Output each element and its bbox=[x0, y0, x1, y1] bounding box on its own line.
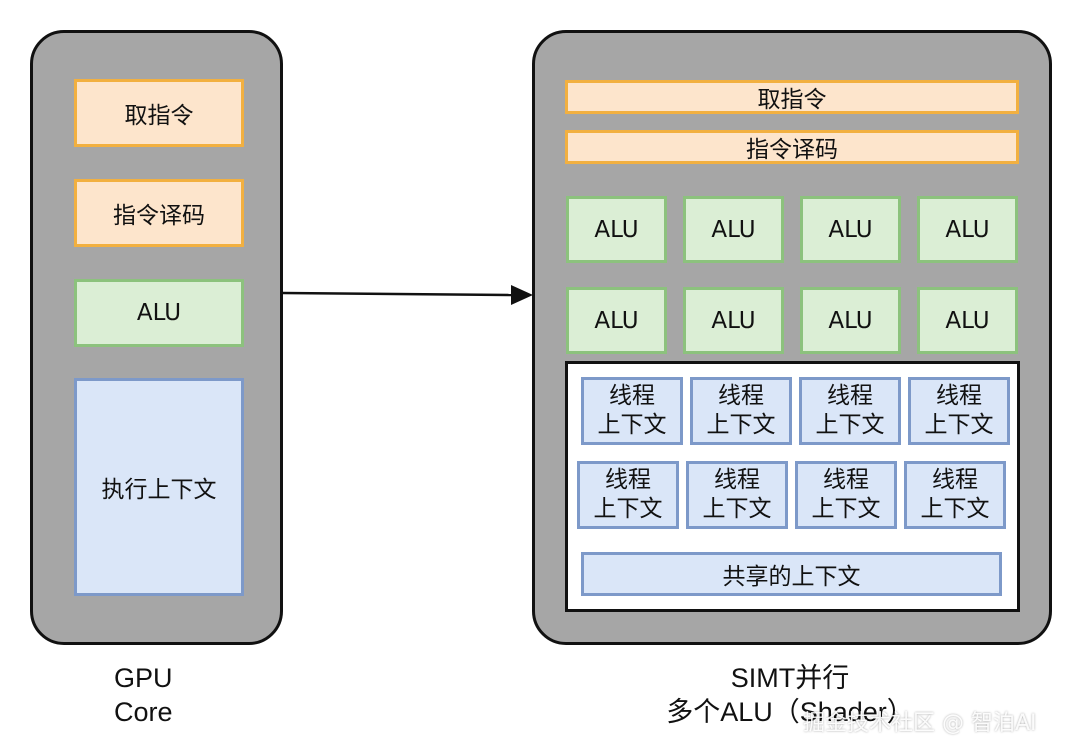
alu-unit-label: ALU bbox=[711, 307, 756, 334]
alu-unit: ALU bbox=[566, 196, 667, 263]
thread-label: 线程 bbox=[605, 467, 651, 493]
alu-unit-label: ALU bbox=[945, 307, 990, 334]
alu-unit-label: ALU bbox=[828, 307, 873, 334]
thread-label: 线程 bbox=[609, 383, 655, 409]
simt-caption-line-2: 多个ALU（Shader） bbox=[666, 697, 914, 727]
gpu-core-caption-line-1: GPU bbox=[114, 663, 173, 693]
context-label: 上下文 bbox=[815, 412, 885, 438]
watermark-text: 掘金技术社区 @ 智泊AI bbox=[803, 711, 1037, 736]
context-label: 上下文 bbox=[702, 496, 772, 522]
thread-label: 线程 bbox=[714, 467, 760, 493]
arrow-connector bbox=[283, 285, 533, 305]
thread-context-box: 线程 上下文 bbox=[686, 461, 788, 529]
alu-box: ALU bbox=[74, 279, 244, 347]
alu-unit-label: ALU bbox=[594, 216, 639, 243]
thread-label: 线程 bbox=[827, 383, 873, 409]
context-label: 上下文 bbox=[706, 412, 776, 438]
thread-context-box: 线程 上下文 bbox=[690, 377, 792, 445]
shared-context-box: 共享的上下文 bbox=[581, 552, 1002, 596]
thread-context-box: 线程 上下文 bbox=[908, 377, 1010, 445]
alu-unit: ALU bbox=[683, 196, 784, 263]
gpu-core-caption-line-2: Core bbox=[114, 697, 173, 727]
context-label: 上下文 bbox=[593, 496, 663, 522]
decode-instruction-box: 指令译码 bbox=[74, 179, 244, 247]
thread-label: 线程 bbox=[823, 467, 869, 493]
context-label: 上下文 bbox=[597, 412, 667, 438]
thread-label: 线程 bbox=[932, 467, 978, 493]
alu-unit-label: ALU bbox=[945, 216, 990, 243]
gpu-core-caption: GPU Core bbox=[114, 661, 234, 729]
alu-unit: ALU bbox=[917, 196, 1018, 263]
fetch-instruction-label: 取指令 bbox=[124, 103, 194, 129]
alu-label: ALU bbox=[136, 300, 182, 326]
alu-unit-label: ALU bbox=[828, 216, 873, 243]
simt-fetch-instruction-label: 取指令 bbox=[757, 87, 827, 113]
simt-fetch-instruction-box: 取指令 bbox=[565, 80, 1019, 114]
execution-context-label: 执行上下文 bbox=[101, 477, 217, 503]
alu-unit: ALU bbox=[566, 287, 667, 354]
thread-context-box: 线程 上下文 bbox=[799, 377, 901, 445]
alu-unit: ALU bbox=[683, 287, 784, 354]
execution-context-box: 执行上下文 bbox=[74, 378, 244, 596]
thread-context-box: 线程 上下文 bbox=[581, 377, 683, 445]
simt-decode-instruction-box: 指令译码 bbox=[565, 130, 1019, 164]
alu-unit-label: ALU bbox=[711, 216, 756, 243]
alu-unit: ALU bbox=[800, 287, 901, 354]
thread-label: 线程 bbox=[936, 383, 982, 409]
fetch-instruction-box: 取指令 bbox=[74, 79, 244, 147]
thread-context-box: 线程 上下文 bbox=[904, 461, 1006, 529]
decode-instruction-label: 指令译码 bbox=[113, 203, 205, 229]
alu-unit-label: ALU bbox=[594, 307, 639, 334]
context-label: 上下文 bbox=[811, 496, 881, 522]
simt-caption: SIMT并行 多个ALU（Shader） bbox=[640, 661, 940, 729]
context-label: 上下文 bbox=[920, 496, 990, 522]
thread-context-box: 线程 上下文 bbox=[795, 461, 897, 529]
simt-decode-instruction-label: 指令译码 bbox=[746, 137, 838, 163]
shared-context-label: 共享的上下文 bbox=[722, 564, 861, 590]
context-label: 上下文 bbox=[924, 412, 994, 438]
alu-unit: ALU bbox=[917, 287, 1018, 354]
thread-label: 线程 bbox=[718, 383, 764, 409]
simt-caption-line-1: SIMT并行 bbox=[730, 663, 850, 693]
alu-unit: ALU bbox=[800, 196, 901, 263]
thread-context-box: 线程 上下文 bbox=[577, 461, 679, 529]
